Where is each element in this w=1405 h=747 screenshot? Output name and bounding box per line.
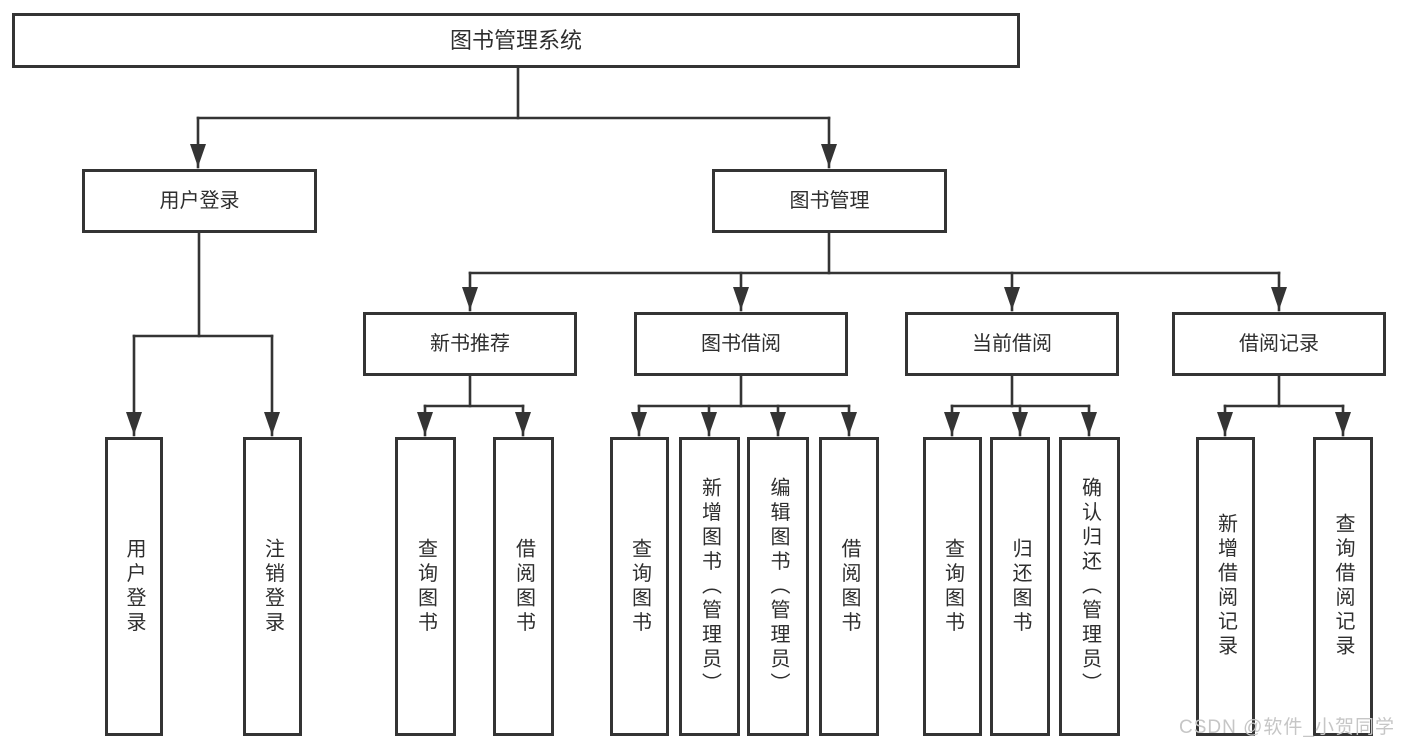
node-book-borrow: 图书借阅 (634, 312, 848, 376)
leaf-user-login: 用户登录 (105, 437, 163, 736)
leaf-return-book: 归还图书 (990, 437, 1050, 736)
leaf-query-book-3: 查询图书 (923, 437, 982, 736)
leaf-borrow-book-2-label: 借阅图书 (838, 537, 860, 636)
leaf-add-borrow-record: 新增借阅记录 (1196, 437, 1255, 736)
node-borrow-records-label: 借阅记录 (1239, 333, 1319, 355)
leaf-add-borrow-record-label: 新增借阅记录 (1214, 513, 1237, 660)
node-new-book-recommend-label: 新书推荐 (430, 333, 510, 355)
node-borrow-records: 借阅记录 (1172, 312, 1386, 376)
node-user-login-label: 用户登录 (159, 190, 240, 212)
csdn-watermark: CSDN @软件_小贺同学 (1179, 717, 1395, 738)
leaf-query-book-1-label: 查询图书 (414, 537, 437, 636)
leaf-query-book-2-label: 查询图书 (628, 537, 651, 636)
leaf-query-book-2: 查询图书 (610, 437, 669, 736)
leaf-borrow-book-1: 借阅图书 (493, 437, 554, 736)
leaf-add-book-admin-label: 新增图书（管理员） (698, 476, 721, 697)
node-book-management-label: 图书管理 (789, 190, 870, 212)
leaf-query-book-3-label: 查询图书 (941, 537, 964, 636)
node-new-book-recommend: 新书推荐 (363, 312, 577, 376)
leaf-query-book-1: 查询图书 (395, 437, 456, 736)
node-root: 图书管理系统 (12, 13, 1020, 68)
node-root-label: 图书管理系统 (449, 27, 582, 53)
leaf-confirm-return-admin-label: 确认归还（管理员） (1078, 476, 1101, 697)
leaf-edit-book-admin-label: 编辑图书（管理员） (767, 476, 789, 697)
node-user-login: 用户登录 (82, 169, 317, 233)
node-book-borrow-label: 图书借阅 (701, 333, 781, 355)
leaf-query-borrow-record-label: 查询借阅记录 (1332, 513, 1354, 660)
node-current-borrow: 当前借阅 (905, 312, 1119, 376)
node-book-management: 图书管理 (712, 169, 947, 233)
leaf-logout: 注销登录 (243, 437, 302, 736)
leaf-query-borrow-record: 查询借阅记录 (1313, 437, 1373, 736)
leaf-user-login-label: 用户登录 (123, 537, 145, 636)
leaf-confirm-return-admin: 确认归还（管理员） (1059, 437, 1120, 736)
leaf-return-book-label: 归还图书 (1009, 537, 1031, 636)
node-current-borrow-label: 当前借阅 (972, 333, 1052, 355)
leaf-edit-book-admin: 编辑图书（管理员） (747, 437, 809, 736)
leaf-logout-label: 注销登录 (261, 537, 284, 636)
leaf-borrow-book-2: 借阅图书 (819, 437, 879, 736)
leaf-add-book-admin: 新增图书（管理员） (679, 437, 740, 736)
leaf-borrow-book-1-label: 借阅图书 (512, 537, 535, 636)
